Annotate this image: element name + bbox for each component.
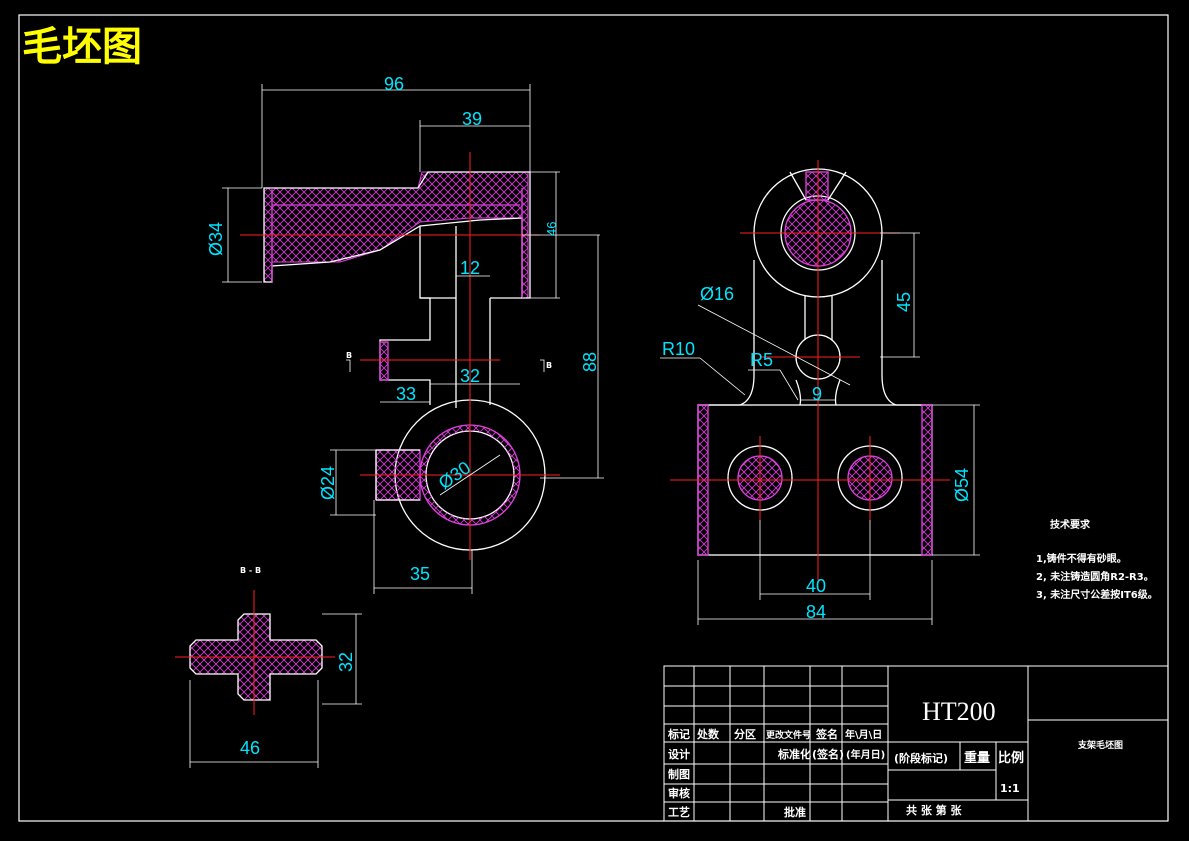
dim-r5: R5 [750, 350, 773, 370]
tb-label-mark: 标记 [667, 727, 690, 741]
side-dim-lines [660, 232, 980, 625]
dim-phi34: Ø34 [206, 222, 226, 256]
tb-weight: 重量 [964, 750, 990, 766]
tb-sheets: 共 张 第 张 [906, 803, 962, 817]
dim-96: 96 [384, 74, 404, 94]
tb-drawing: 制图 [668, 767, 690, 781]
dim-32: 32 [460, 366, 480, 386]
drawing-frame [18, 14, 1169, 822]
part-name: 支架毛坯图 [1077, 739, 1123, 751]
tb-approve: 批准 [784, 805, 806, 819]
tech-heading: 技术要求 [1050, 518, 1091, 531]
tb-design: 设计 [668, 747, 690, 761]
tb-date: (年月日) [846, 748, 885, 761]
front-dim-lines [222, 84, 604, 594]
section-view: B - B 32 46 [175, 566, 362, 768]
tb-scale: 1:1 [1000, 782, 1020, 795]
tb-standardization: 标准化 [777, 747, 811, 761]
dim-phi30: Ø30 [435, 457, 474, 493]
section-dim-46: 46 [240, 738, 260, 758]
dim-r10: R10 [662, 339, 695, 359]
tb-stage-mark: (阶段标记) [894, 751, 948, 765]
dim-88: 88 [580, 352, 600, 372]
front-centerlines [240, 152, 560, 560]
drawing-title: 毛坯图 [22, 24, 142, 70]
tb-label-sign: 签名 [815, 727, 838, 741]
dim-33: 33 [396, 384, 416, 404]
tech-requirements: 技术要求 1,铸件不得有砂眼。 2, 未注铸造圆角R2-R3。 3, 未注尺寸公… [1036, 518, 1158, 601]
dim-39: 39 [462, 109, 482, 129]
side-dim-texts: Ø16 R10 R5 45 9 Ø54 40 84 [662, 284, 972, 622]
tech-item-1: 1,铸件不得有砂眼。 [1036, 552, 1127, 565]
tb-review: 审核 [668, 786, 690, 800]
dim-12: 12 [460, 258, 480, 278]
section-mark-left: B [346, 351, 352, 360]
tb-label-zone: 分区 [734, 727, 756, 741]
dim-35: 35 [410, 564, 430, 584]
dim-9: 9 [812, 384, 822, 404]
tech-item-2: 2, 未注铸造圆角R2-R3。 [1036, 570, 1154, 583]
title-block-text: HT200 支架毛坯图 标记 处数 分区 更改文件号 签名 年\月\日 设计 标… [667, 697, 1123, 819]
section-dim-32: 32 [336, 652, 356, 672]
title-block [663, 665, 1169, 822]
side-centerlines [670, 160, 950, 580]
tb-scale-label: 比例 [998, 750, 1024, 766]
dim-46: 46 [544, 222, 559, 236]
tb-signature: (签名) [812, 747, 844, 761]
dim-phi54: Ø54 [952, 468, 972, 502]
side-view [697, 168, 933, 556]
front-view [263, 171, 546, 551]
dim-45: 45 [894, 292, 914, 312]
tech-item-3: 3, 未注尺寸公差按IT6级。 [1036, 588, 1158, 601]
dim-phi16: Ø16 [700, 284, 734, 304]
dim-40: 40 [806, 576, 826, 596]
tb-label-count: 处数 [696, 727, 720, 741]
section-mark-right: B [546, 361, 552, 370]
tb-process: 工艺 [668, 805, 690, 819]
dim-phi24: Ø24 [318, 466, 338, 500]
material: HT200 [922, 697, 996, 726]
section-label: B - B [240, 566, 261, 575]
dim-84: 84 [806, 602, 826, 622]
tb-label-change-doc: 更改文件号 [766, 729, 811, 741]
tb-label-date: 年\月\日 [845, 728, 882, 741]
